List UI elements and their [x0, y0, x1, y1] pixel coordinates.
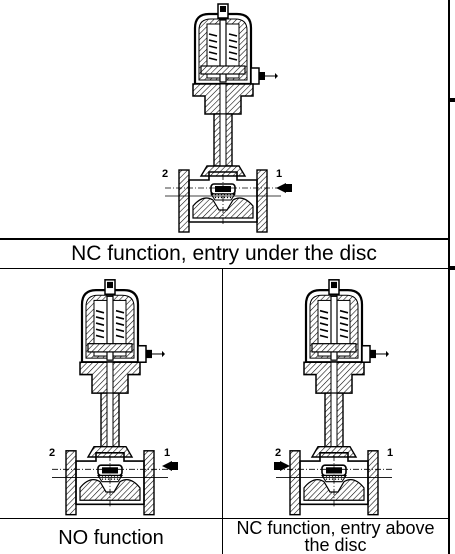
valve-drawing-nc-entry-above-disc	[274, 278, 394, 516]
caption-nc-entry-above-disc: NC function, entry above the disc	[236, 518, 435, 554]
port-label-left: 2	[49, 447, 55, 459]
flow-arrow-tail	[172, 462, 178, 470]
caption-nc-entry-under-disc: NC function, entry under the disc	[71, 242, 377, 265]
flow-arrow-entry-right	[162, 461, 172, 471]
caption-no-function: NO function	[58, 527, 164, 549]
right-edge-tick	[450, 266, 455, 270]
port-label-right: 1	[164, 447, 170, 459]
right-edge-line	[448, 0, 450, 554]
valve-drawing-nc-entry-under-disc	[163, 2, 283, 234]
top-panel-bottom-border	[0, 238, 448, 240]
port-label-right: 1	[276, 168, 282, 180]
port-label-left: 2	[162, 168, 168, 180]
port-label-right: 1	[387, 447, 393, 459]
flow-arrow-tail	[286, 184, 292, 192]
valve-drawing-no-function	[50, 278, 170, 516]
flow-arrow-entry-left	[280, 461, 290, 471]
flow-arrow-tail	[274, 462, 280, 470]
right-edge-tick	[450, 98, 455, 102]
port-label-left: 2	[275, 447, 281, 459]
lower-panels-divider	[222, 268, 223, 554]
caption-row-bottom-border	[0, 268, 448, 269]
flow-arrow-entry-right	[276, 183, 286, 193]
lower-caption-border	[0, 518, 448, 519]
